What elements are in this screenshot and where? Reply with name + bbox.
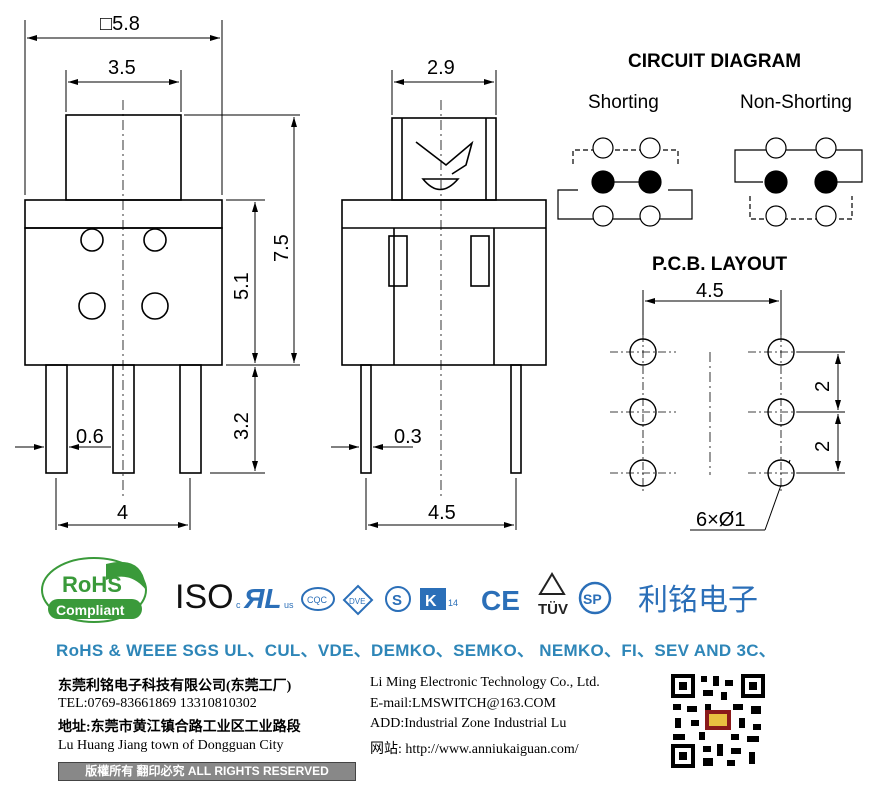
ul-c-mark: c [236,600,241,610]
tuv-logo: TÜV [538,572,568,618]
pcb-layout-title: P.C.B. LAYOUT [652,254,788,275]
dim-3-5: 3.5 [108,57,136,79]
certification-list: RoHS & WEEE SGS UL、CUL、VDE、DEMKO、SEMKO、 … [56,641,777,660]
iso-text: ISO [175,578,234,616]
svg-text:TÜV: TÜV [538,601,568,618]
shorting-schematic [557,137,693,227]
svg-text:S: S [392,592,402,609]
rohs-logo: RoHS Compliant [41,557,147,623]
svg-text:DVE: DVE [349,597,365,606]
vde-logo: DVE [342,584,374,616]
pcb-dim-2-upper: 2 [812,381,834,392]
dim-0-3: 0.3 [394,426,422,448]
qr-code[interactable] [669,672,767,770]
front-view [24,100,223,500]
dim-0-6: 0.6 [76,426,104,448]
non-shorting-schematic [734,137,863,227]
cqc-logo: CQC [301,587,335,611]
shorting-label: Shorting [588,92,659,113]
side-view [341,100,547,500]
dim-4: 4 [117,502,128,524]
company-website[interactable]: 网站: http://www.anniukaiguan.com/ [370,742,579,757]
dim-4-5-bottom: 4.5 [428,502,456,524]
k-mark-logo: K 14 [420,588,458,610]
ul-us-mark: us [284,600,294,610]
svg-text:CQC: CQC [307,595,328,605]
pcb-hole-centerlines [610,334,814,492]
csa-logo: SP [578,581,612,615]
ce-logo: CE [481,585,520,616]
svg-text:SP: SP [583,591,602,607]
circuit-diagram-title: CIRCUIT DIAGRAM [628,51,801,72]
company-address-cn: 地址:东莞市黄江镇合路工业区工业路段 [58,720,301,735]
ul-logo: ЯL [243,583,282,614]
certification-logos: RoHS Compliant ISO c ЯL us CQC DVE S K 1… [41,557,758,623]
rights-banner: 版權所有 翻印必究 ALL RIGHTS RESERVED [58,762,356,781]
pcb-holes [629,338,795,487]
s-mark-logo: S [385,586,411,612]
dim-3-2: 3.2 [231,412,253,440]
compliant-text: Compliant [56,602,125,618]
pcb-dim-4-5: 4.5 [696,280,724,302]
company-name-cn: 东莞利铭电子科技有限公司(东莞工厂) [58,679,292,694]
svg-text:14: 14 [448,598,458,608]
brand-name: 利铭电子 [638,583,758,618]
dimension-lines [15,20,517,530]
pcb-dimension-lines [642,290,845,531]
dimension-arrows [27,35,514,528]
non-shorting-label: Non-Shorting [740,92,852,113]
svg-text:K: K [425,593,437,610]
company-email[interactable]: E-mail:LMSWITCH@163.COM [370,696,556,711]
company-tel: TEL:0769-83661869 13310810302 [58,696,257,711]
company-address-en-1: Lu Huang Jiang town of Dongguan City [58,738,284,753]
pcb-holes-label: 6×Ø1 [696,509,745,531]
rohs-text: RoHS [62,572,122,597]
technical-drawing: □5.8 3.5 2.9 7.5 5.1 3.2 0.6 0.3 4 4.5 C… [15,13,863,531]
company-address-en-2: ADD:Industrial Zone Industrial Lu [370,716,567,731]
dim-7-5: 7.5 [271,234,293,262]
pcb-dim-2-lower: 2 [812,441,834,452]
company-name-en: Li Ming Electronic Technology Co., Ltd. [370,675,600,690]
dim-5-1: 5.1 [231,272,253,300]
dim-2-9: 2.9 [427,57,455,79]
dim-square-5-8: □5.8 [100,13,140,35]
